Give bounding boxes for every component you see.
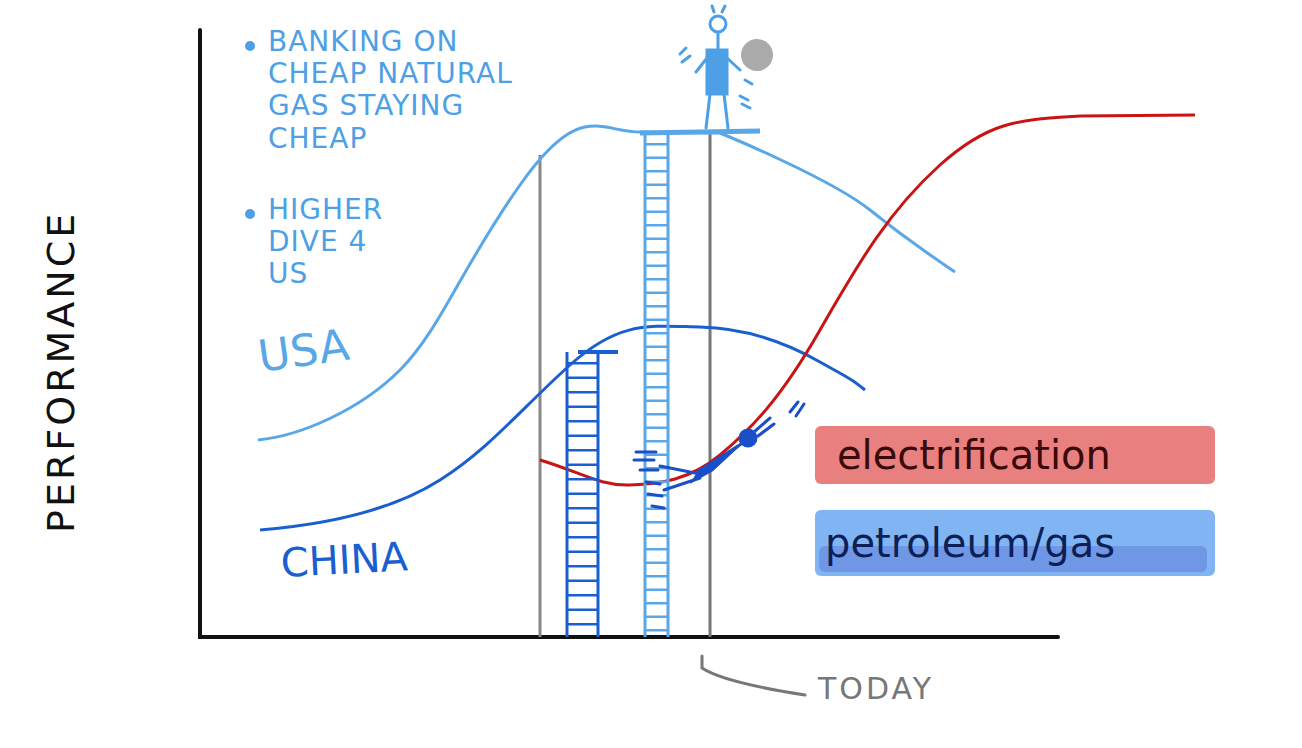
series-label: USA	[255, 320, 352, 383]
bullet-dot	[245, 209, 255, 219]
usa-curve	[258, 126, 955, 440]
ladder-platform	[578, 350, 618, 354]
legend-item: petroleum/gas	[815, 510, 1125, 576]
today-guide-line	[709, 132, 712, 637]
series-label: CHINA	[280, 533, 409, 586]
annotation-note: BANKING ON CHEAP NATURAL GAS STAYING CHE…	[268, 26, 553, 155]
china-curve	[260, 326, 865, 530]
legend-label: electrification	[815, 426, 1133, 484]
today-leader-line	[702, 656, 805, 695]
axis-marker-label: TODAY	[818, 672, 934, 707]
ladder-rungs	[567, 362, 598, 637]
us-diver-figure	[680, 6, 752, 128]
diving-board	[640, 131, 760, 133]
bullet-dot	[245, 41, 255, 51]
ladder-rungs	[645, 143, 668, 637]
axis-title: PERFORMANCE	[40, 211, 84, 533]
ladder-rail	[644, 133, 647, 637]
ball	[741, 39, 773, 71]
ladder-rail	[667, 133, 670, 637]
annotation-note: HIGHER DIVE 4 US	[268, 194, 403, 291]
china-diver-figure	[634, 402, 804, 508]
legend-label: petroleum/gas	[815, 510, 1125, 576]
legend-item: electrification	[815, 426, 1133, 484]
